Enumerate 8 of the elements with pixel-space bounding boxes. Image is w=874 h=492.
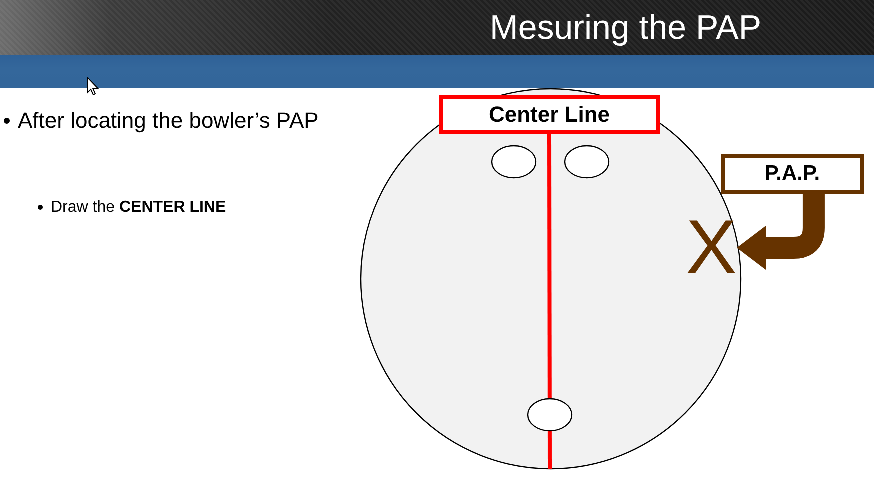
x-mark-label: X [686, 210, 737, 286]
label-box: P.A.P. [721, 154, 864, 194]
slide-title: Mesuring the PAP [490, 8, 762, 48]
center-line [548, 134, 552, 469]
bullet-text: After locating the bowler’s PAP [18, 108, 319, 134]
curved-arrow [737, 194, 825, 270]
bullet-text: Draw the CENTER LINE [51, 198, 226, 217]
label-box: Center Line [439, 95, 660, 134]
